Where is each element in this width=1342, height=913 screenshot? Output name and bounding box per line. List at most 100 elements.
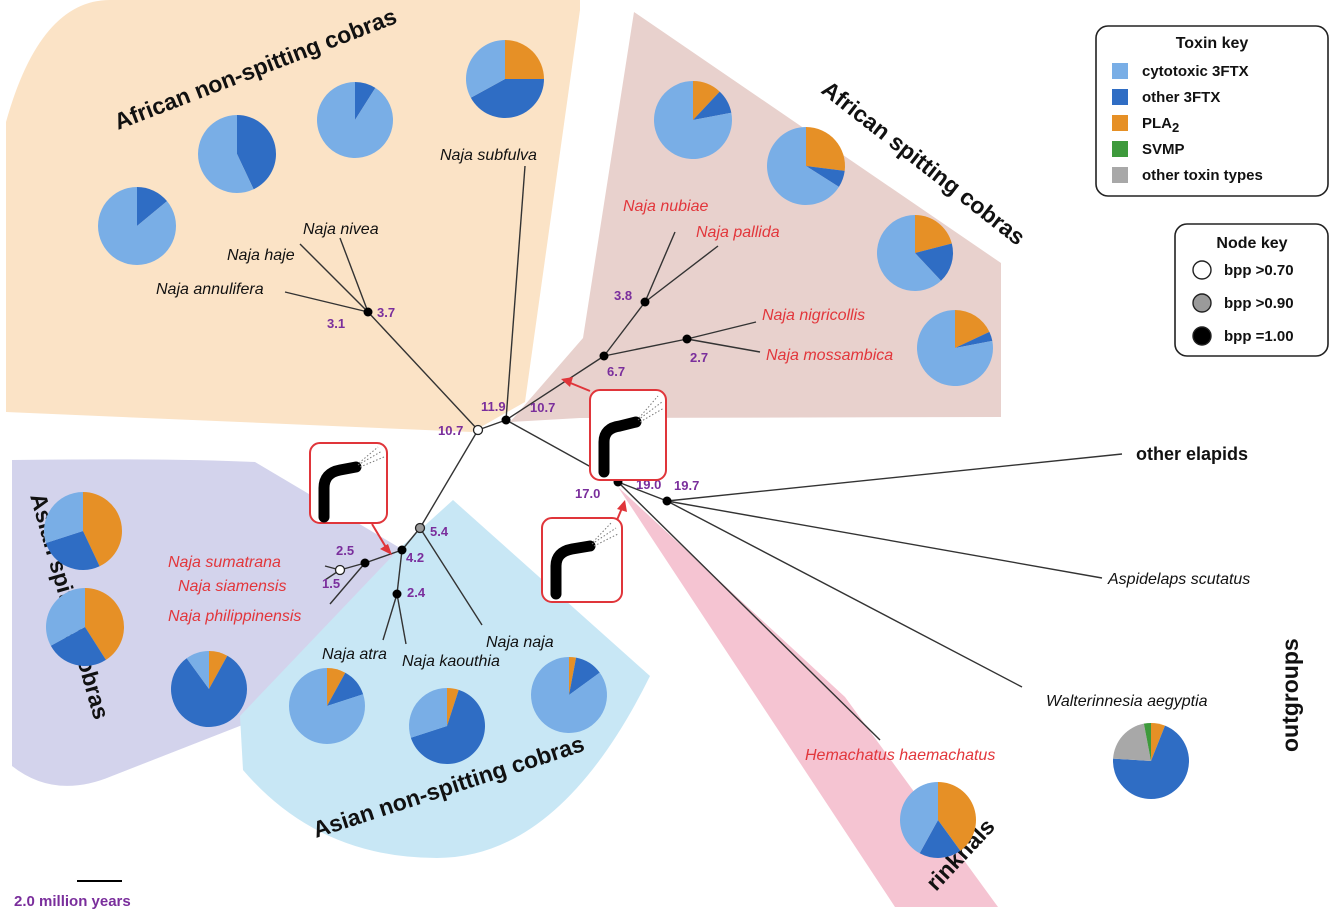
tree-nodes: [334, 297, 692, 599]
pie-asian-spitting-3: [170, 651, 247, 727]
pie-african-nonspitting-4-slice-1: [470, 79, 544, 118]
pie-african-spitting-3-slice-2: [915, 215, 952, 253]
pie-rinkhals-slice-0: [899, 782, 938, 854]
node-age-4-2: 4.2: [406, 550, 424, 565]
pie-outgroup-slice-4: [1113, 723, 1151, 761]
node-asian: [414, 522, 426, 534]
node-key-label-0: bpp >0.70: [1224, 262, 1294, 279]
node-key-symbol-2: [1192, 326, 1212, 346]
taxon-naja-nubiae: Naja nubiae: [623, 198, 709, 215]
pie-asian-spitting-1-slice-0: [44, 492, 83, 544]
toxin-key-swatch-1: [1112, 89, 1128, 105]
pie-african-nonspitting-1: [97, 187, 176, 266]
taxon-labels: Naja subfulva Naja nivea Naja haje Naja …: [156, 147, 1250, 764]
spit-arrow-2-head: [561, 377, 573, 387]
scale-bar: 2.0 million years: [14, 880, 131, 910]
node-age-2-7: 2.7: [690, 350, 708, 365]
pie-asian-nonspitting-3-slice-1: [569, 657, 600, 695]
toxin-key-label-3: SVMP: [1142, 141, 1185, 158]
pie-african-nonspitting-4-slice-2: [505, 40, 544, 79]
pie-african-spitting-4-slice-2: [955, 310, 990, 348]
spit-events: [309, 377, 667, 603]
pie-outgroup: [1113, 723, 1189, 800]
taxon-naja-pallida: Naja pallida: [696, 224, 780, 241]
pie-african-spitting-2: [767, 127, 845, 205]
node-african-spitting: [599, 351, 609, 361]
node-age-10-7-left: 10.7: [438, 423, 463, 438]
pie-outgroup-slice-1: [1113, 725, 1189, 800]
pie-asian-nonspitting-2-slice-1: [410, 689, 486, 764]
pie-asian-nonspitting-3-slice-0: [531, 657, 607, 734]
node-age-2-4: 2.4: [407, 585, 426, 600]
taxon-naja-atra: Naja atra: [322, 646, 387, 663]
pie-rinkhals-slice-2: [938, 782, 977, 851]
clade-bg-rinkhals: [618, 487, 998, 907]
taxon-naja-mossambica: Naja mossambica: [766, 347, 893, 364]
pie-african-spitting-4: [917, 310, 993, 387]
clade-bg-african-spitting: [510, 12, 1001, 422]
tree-branches: [284, 165, 1123, 741]
pie-african-nonspitting-4-slice-0: [465, 40, 505, 98]
pie-african-nonspitting-2-slice-0: [198, 115, 254, 193]
node-age-17-0: 17.0: [575, 486, 600, 501]
taxon-naja-subfulva: Naja subfulva: [440, 147, 537, 164]
node-sumatrana-siamensis: [334, 564, 346, 576]
node-asian-spitting: [360, 558, 370, 568]
taxon-naja-sumatrana: Naja sumatrana: [168, 554, 281, 571]
toxin-key-label-1: other 3FTX: [1142, 89, 1220, 106]
node-key-label-2: bpp =1.00: [1224, 328, 1294, 345]
pie-asian-spitting-2-slice-0: [45, 588, 85, 646]
pie-outgroup-slice-3: [1143, 723, 1151, 761]
node-key-label-1: bpp >0.90: [1224, 295, 1294, 312]
pie-african-spitting-2-slice-0: [767, 127, 839, 205]
pie-african-nonspitting-3-slice-0: [317, 82, 393, 158]
node-age-10-7-right: 10.7: [530, 400, 555, 415]
taxon-naja-kaouthia: Naja kaouthia: [402, 653, 500, 670]
pie-asian-nonspitting-1-slice-2: [327, 667, 346, 706]
toxin-key-swatch-0: [1112, 63, 1128, 79]
node-key-symbol-1: [1192, 293, 1212, 313]
toxin-key-swatch-2: [1112, 115, 1128, 131]
pie-asian-nonspitting-1: [288, 667, 365, 744]
clade-title-outgroups: outgroups: [1277, 638, 1303, 752]
node-outgroups: [662, 496, 672, 506]
pie-african-spitting-4-slice-1: [955, 331, 993, 348]
node-age-5-4: 5.4: [430, 524, 449, 539]
toxin-key-swatch-4: [1112, 167, 1128, 183]
node-age-1-5: 1.5: [322, 576, 340, 591]
pie-asian-spitting-1: [44, 492, 122, 570]
node-age-19-7: 19.7: [674, 478, 699, 493]
node-nubiae-pallida: [640, 297, 650, 307]
taxon-naja-siamensis: Naja siamensis: [178, 578, 286, 595]
pie-african-nonspitting-3: [317, 82, 393, 158]
pie-african-nonspitting-2-slice-1: [237, 115, 276, 190]
node-ages: 3.1 3.7 11.9 10.7 10.7 3.8 6.7 2.7 17.0 …: [322, 288, 708, 600]
taxon-hemachatus-haemachatus: Hemachatus haemachatus: [805, 747, 995, 764]
pie-asian-spitting-1-slice-1: [45, 531, 100, 570]
pie-asian-nonspitting-2-slice-2: [447, 688, 459, 726]
node-age-6-7: 6.7: [607, 364, 625, 379]
pie-african-spitting-1: [654, 81, 732, 159]
pie-african-spitting-2-slice-1: [806, 166, 845, 187]
spitting-cobra-icon-3: [541, 517, 623, 603]
pie-african-nonspitting-1-slice-1: [137, 187, 168, 226]
pie-asian-nonspitting-2: [409, 688, 486, 764]
pie-asian-spitting-2: [45, 588, 125, 666]
node-nigricollis-mossambica: [682, 334, 692, 344]
pie-african-spitting-1-slice-1: [693, 91, 732, 120]
venom-composition-pies: [44, 40, 1189, 858]
pie-asian-spitting-2-slice-1: [50, 627, 106, 666]
pie-asian-nonspitting-3: [531, 657, 607, 734]
spit-arrow-2: [567, 381, 591, 392]
toxin-key-label-4: other toxin types: [1142, 167, 1263, 184]
pie-asian-spitting-3-slice-2: [209, 651, 228, 689]
spitting-cobra-icon-1: [309, 442, 388, 524]
pie-asian-nonspitting-3-slice-2: [569, 657, 577, 695]
pie-african-spitting-1-slice-0: [654, 81, 732, 159]
node-age-3-8: 3.8: [614, 288, 632, 303]
node-age-2-5: 2.5: [336, 543, 354, 558]
scale-bar-label: 2.0 million years: [14, 893, 131, 910]
pie-rinkhals-slice-1: [919, 820, 961, 858]
spit-arrow-1-head: [380, 544, 392, 555]
